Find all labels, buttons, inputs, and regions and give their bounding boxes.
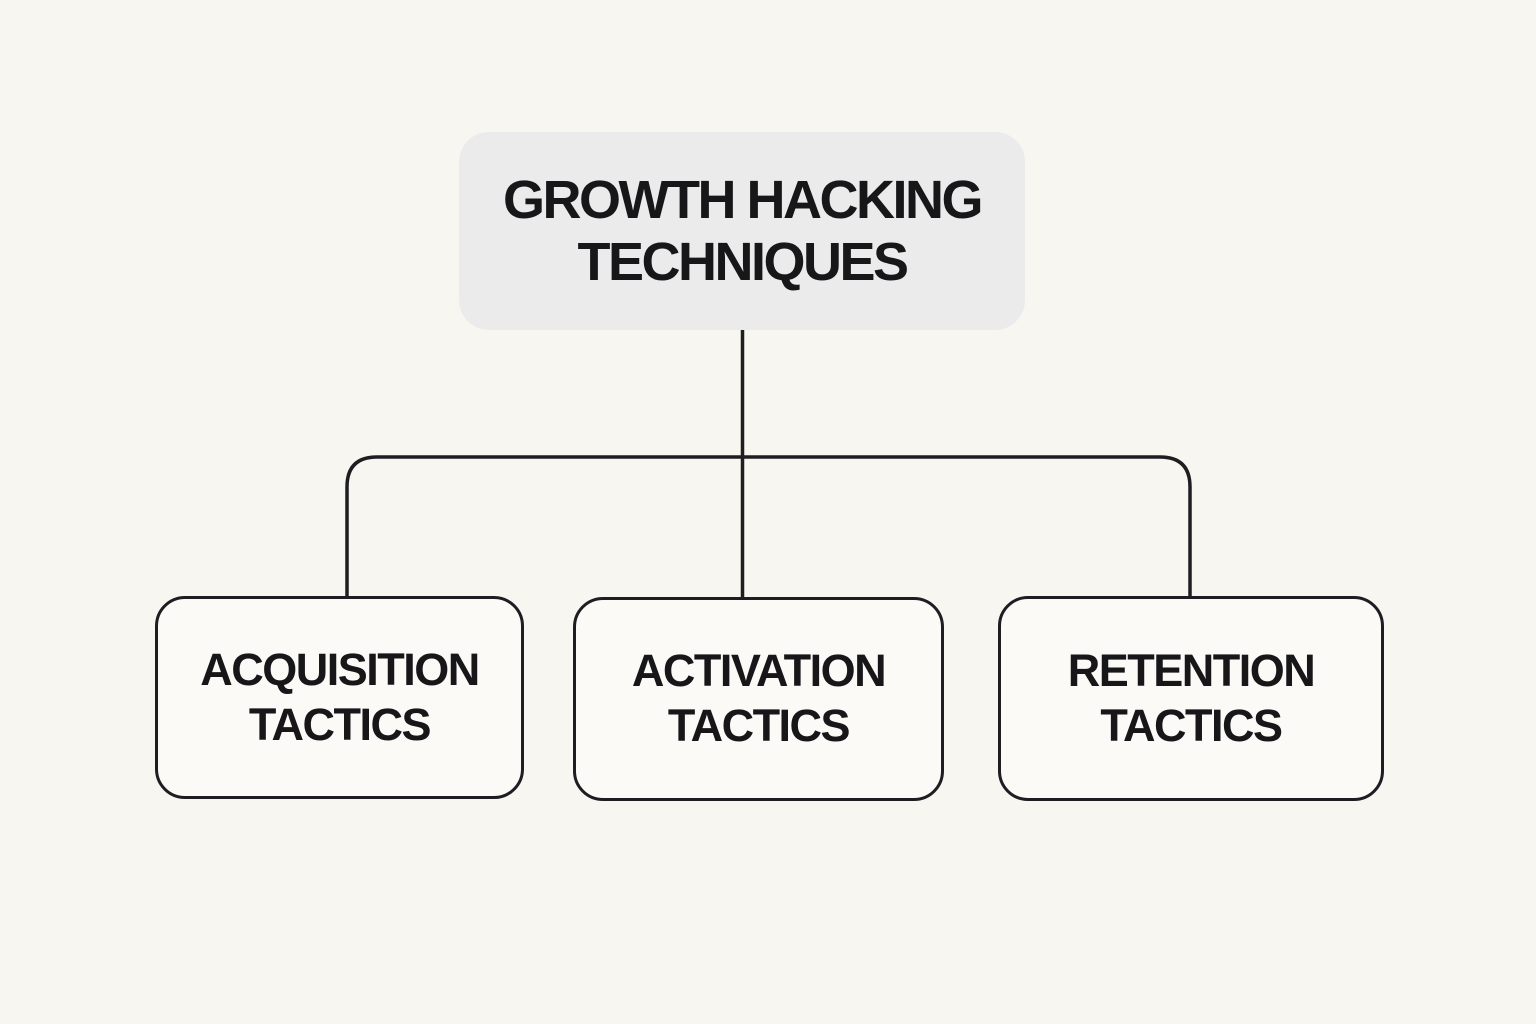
node-retention-tactics: RETENTION TACTICS	[998, 596, 1384, 801]
acquisition-node-label: ACQUISITION TACTICS	[200, 643, 480, 750]
node-growth-hacking-techniques: GROWTH HACKING TECHNIQUES	[459, 132, 1025, 330]
node-acquisition-tactics: ACQUISITION TACTICS	[155, 596, 524, 799]
activation-node-label: ACTIVATION TACTICS	[631, 645, 887, 751]
root-node-label: GROWTH HACKING TECHNIQUES	[503, 169, 983, 292]
node-activation-tactics: ACTIVATION TACTICS	[573, 597, 944, 801]
retention-node-label: RETENTION TACTICS	[1067, 644, 1316, 751]
connector-branch-bracket	[345, 455, 1192, 599]
